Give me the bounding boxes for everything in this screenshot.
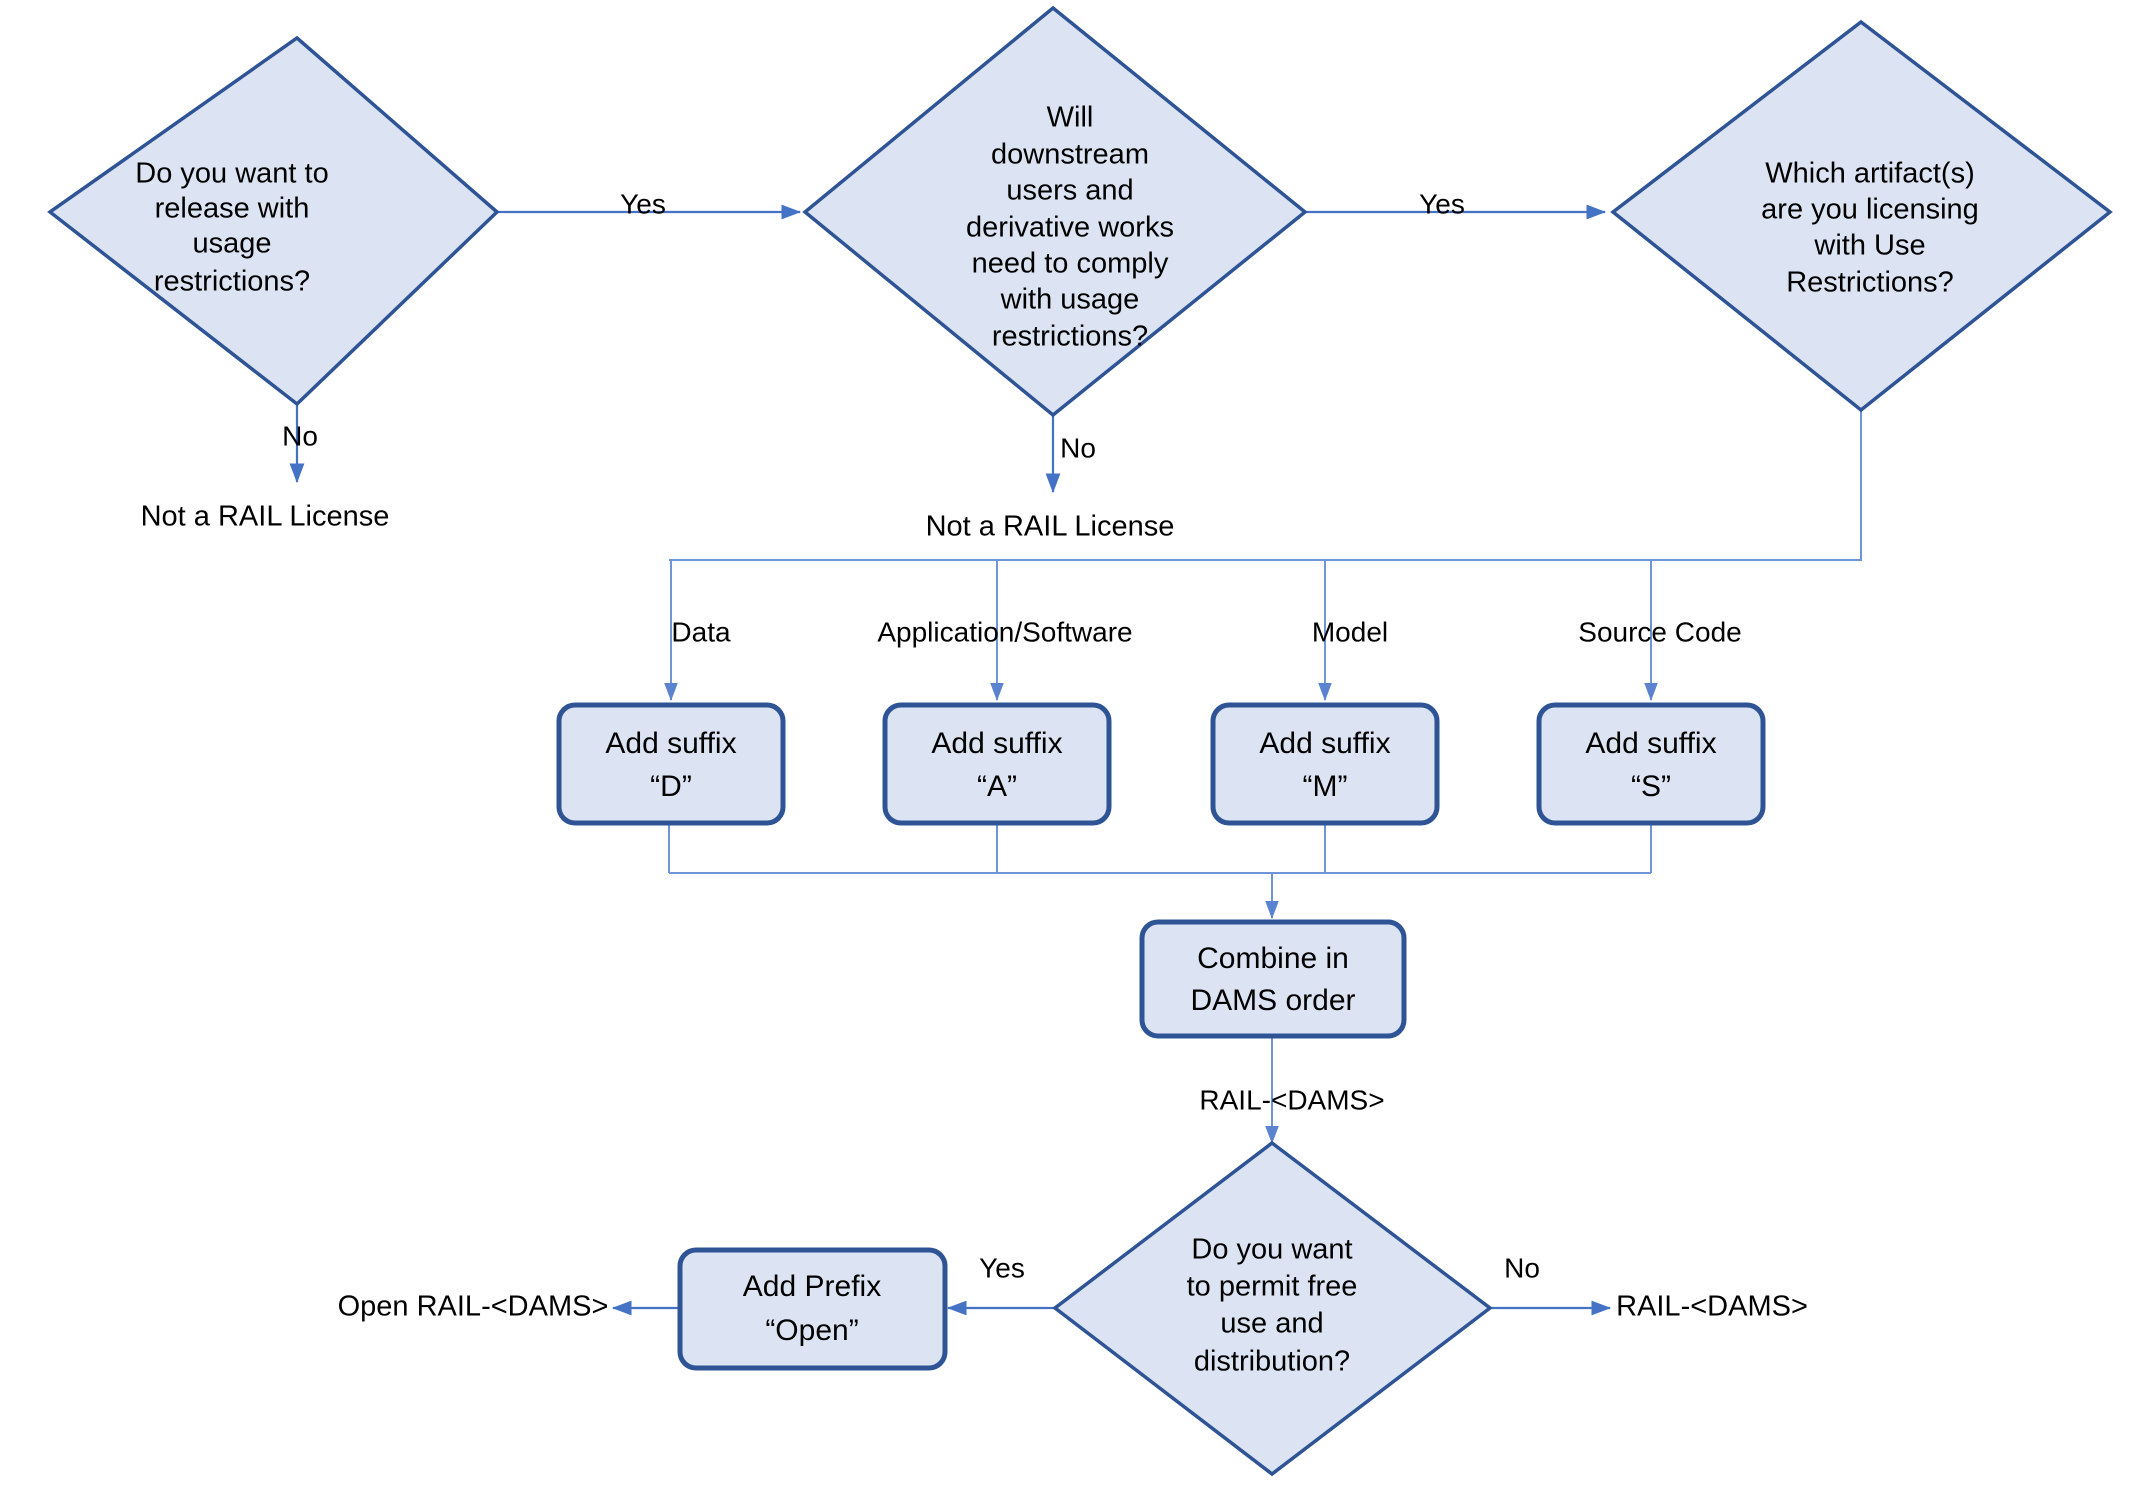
node-decision-downstream-comply[interactable]: Will downstream users and derivative wor… — [802, 5, 1308, 418]
edge-d3-to-bus — [669, 410, 1862, 561]
node-add-suffix-d[interactable]: Add suffix “D” — [556, 702, 786, 826]
edge-label-branch-source: Source Code — [1578, 616, 1741, 647]
node-d4-line-0: Do you want — [1191, 1234, 1352, 1266]
terminal-rail-dams: RAIL-<DAMS> — [1616, 1291, 1808, 1323]
node-add-prefix-open[interactable]: Add Prefix “Open” — [677, 1247, 948, 1371]
node-d3-line-2: with Use — [1813, 230, 1925, 262]
node-d2-line-6: restrictions? — [992, 321, 1148, 353]
node-decision-which-artifacts[interactable]: Which artifact(s) are you licensing with… — [1610, 19, 2113, 413]
node-prefix-line-0: Add Prefix — [743, 1270, 881, 1303]
node-d2-line-3: derivative works — [966, 212, 1174, 244]
terminal-open-rail-dams: Open RAIL-<DAMS> — [338, 1291, 609, 1323]
node-decision-permit-free-use[interactable]: Do you want to permit free use and distr… — [1052, 1140, 1493, 1477]
node-d4-line-1: to permit free — [1187, 1271, 1358, 1303]
node-combine-line-0: Combine in — [1197, 942, 1349, 975]
node-add-suffix-m[interactable]: Add suffix “M” — [1210, 702, 1440, 826]
node-d2-line-4: need to comply — [972, 248, 1169, 280]
edge-label-branch-app: Application/Software — [877, 616, 1132, 647]
node-suffix-d-line-0: Add suffix — [605, 727, 736, 760]
node-d2-line-0: Will — [1047, 102, 1094, 134]
edge-label-branch-data: Data — [671, 616, 731, 647]
node-d2-line-2: users and — [1006, 175, 1133, 207]
edge-label-d2-no: No — [1060, 432, 1096, 463]
edge-label-d1-yes: Yes — [620, 188, 666, 219]
edge-label-d1-no: No — [282, 420, 318, 451]
edge-label-combine-out: RAIL-<DAMS> — [1199, 1084, 1384, 1115]
node-d4-line-3: distribution? — [1194, 1346, 1350, 1378]
node-suffix-m-line-0: Add suffix — [1259, 727, 1390, 760]
edge-label-d4-no: No — [1504, 1252, 1540, 1283]
node-combine-line-1: DAMS order — [1190, 984, 1355, 1017]
node-d1-line-2: usage — [192, 228, 271, 260]
node-prefix-line-1: “Open” — [765, 1314, 858, 1347]
node-d1-line-1: release with — [155, 193, 310, 225]
edge-merge-bus — [668, 824, 1652, 919]
node-decision-release-usage-restrictions[interactable]: Do you want to release with usage restri… — [47, 35, 500, 407]
terminal-not-a-rail-license-1: Not a RAIL License — [141, 501, 390, 533]
node-suffix-a-line-1: “A” — [977, 770, 1017, 803]
node-d2-line-5: with usage — [1000, 284, 1140, 316]
node-d3-line-0: Which artifact(s) — [1765, 158, 1974, 190]
node-d1-line-3: restrictions? — [154, 266, 310, 298]
node-add-suffix-a[interactable]: Add suffix “A” — [882, 702, 1112, 826]
node-d4-line-2: use and — [1220, 1308, 1323, 1340]
node-suffix-m-line-1: “M” — [1303, 770, 1348, 803]
node-combine-dams-order[interactable]: Combine in DAMS order — [1139, 919, 1407, 1039]
node-d3-line-1: are you licensing — [1761, 194, 1979, 226]
node-suffix-a-line-0: Add suffix — [931, 727, 1062, 760]
edge-label-d4-yes: Yes — [979, 1252, 1025, 1283]
node-suffix-s-line-1: “S” — [1631, 770, 1671, 803]
terminal-not-a-rail-license-2: Not a RAIL License — [926, 511, 1175, 543]
node-d2-line-1: downstream — [991, 139, 1149, 171]
edge-label-d2-yes: Yes — [1419, 188, 1465, 219]
node-suffix-d-line-1: “D” — [650, 770, 692, 803]
node-suffix-s-line-0: Add suffix — [1585, 727, 1716, 760]
node-d3-line-3: Restrictions? — [1786, 267, 1954, 299]
node-d1-line-0: Do you want to — [135, 158, 328, 190]
node-add-suffix-s[interactable]: Add suffix “S” — [1536, 702, 1766, 826]
edge-label-branch-model: Model — [1312, 616, 1388, 647]
